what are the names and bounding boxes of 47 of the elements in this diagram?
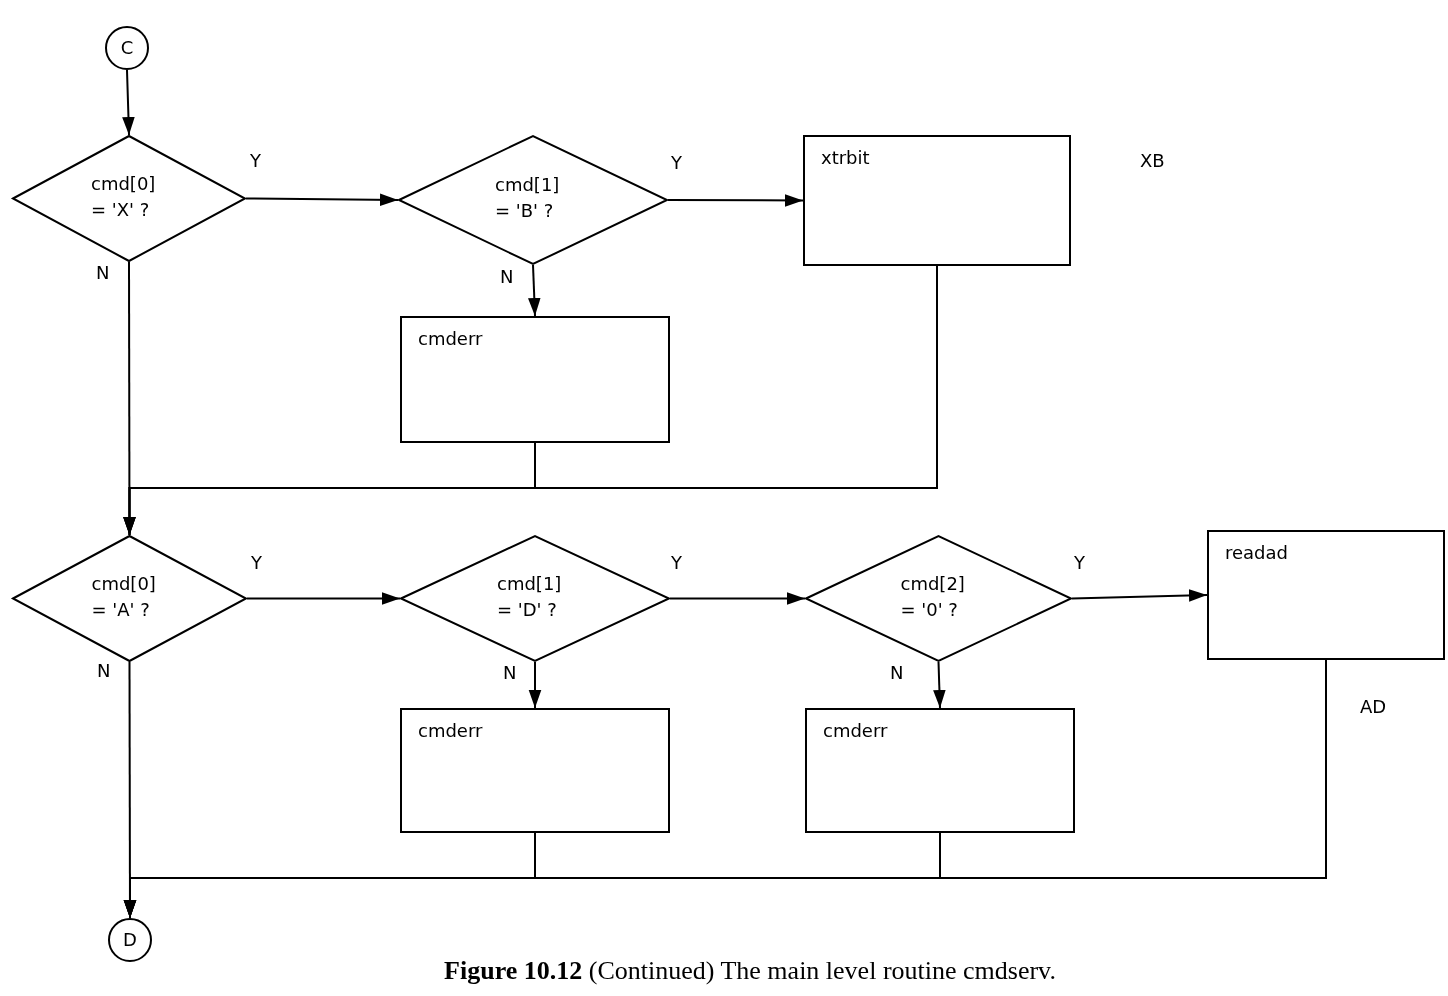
edge-label: Y <box>671 152 682 173</box>
node-text: cmd[1] = 'B' ? <box>495 173 561 223</box>
node-text: cmderr <box>418 719 484 743</box>
arrow <box>528 264 541 317</box>
arrow <box>1071 589 1208 602</box>
node-text: xtrbit <box>821 146 871 170</box>
arrow <box>667 194 804 207</box>
edge-label: N <box>503 662 517 683</box>
edge-label: N <box>97 660 111 681</box>
decision-diamond <box>12 135 246 262</box>
connector-circle <box>108 918 152 962</box>
edge-label: N <box>500 266 514 287</box>
node-text: cmd[1] = 'D' ? <box>497 571 563 622</box>
decision-diamond <box>12 535 247 662</box>
edge-label: Y <box>671 552 682 573</box>
connector-circle <box>105 26 149 70</box>
node-text: cmd[0] = 'A' ? <box>91 571 157 622</box>
decision-diamond <box>398 135 668 265</box>
edge-label: Y <box>250 150 261 171</box>
edge-label: Y <box>251 552 262 573</box>
process-box <box>803 135 1071 266</box>
side-label: AD <box>1360 696 1387 717</box>
arrow <box>669 592 806 605</box>
decision-diamond <box>400 535 670 662</box>
node-text: cmderr <box>823 719 889 743</box>
process-box <box>805 708 1075 833</box>
node-text: D <box>122 928 138 952</box>
node-text: readad <box>1225 541 1289 565</box>
edge-label: N <box>890 662 904 683</box>
arrow <box>122 69 135 136</box>
node-text: cmd[2] = '0' ? <box>900 571 966 622</box>
node-text: C <box>119 36 135 60</box>
side-label: XB <box>1140 150 1165 171</box>
arrow <box>528 661 542 709</box>
arrow <box>933 661 946 709</box>
figure-caption: Figure 10.12 (Continued) The main level routine cmdserv. <box>443 956 1057 986</box>
edge-label: Y <box>1074 552 1085 573</box>
node-text: cmderr <box>418 327 484 351</box>
arrow <box>246 592 401 605</box>
process-box <box>400 708 670 833</box>
arrow <box>245 193 399 207</box>
decision-diamond <box>805 535 1072 662</box>
process-box <box>400 316 670 443</box>
process-box <box>1207 530 1445 660</box>
arrow <box>123 265 938 536</box>
edge-label: N <box>96 262 110 283</box>
node-text: cmd[0] = 'X' ? <box>91 171 157 222</box>
